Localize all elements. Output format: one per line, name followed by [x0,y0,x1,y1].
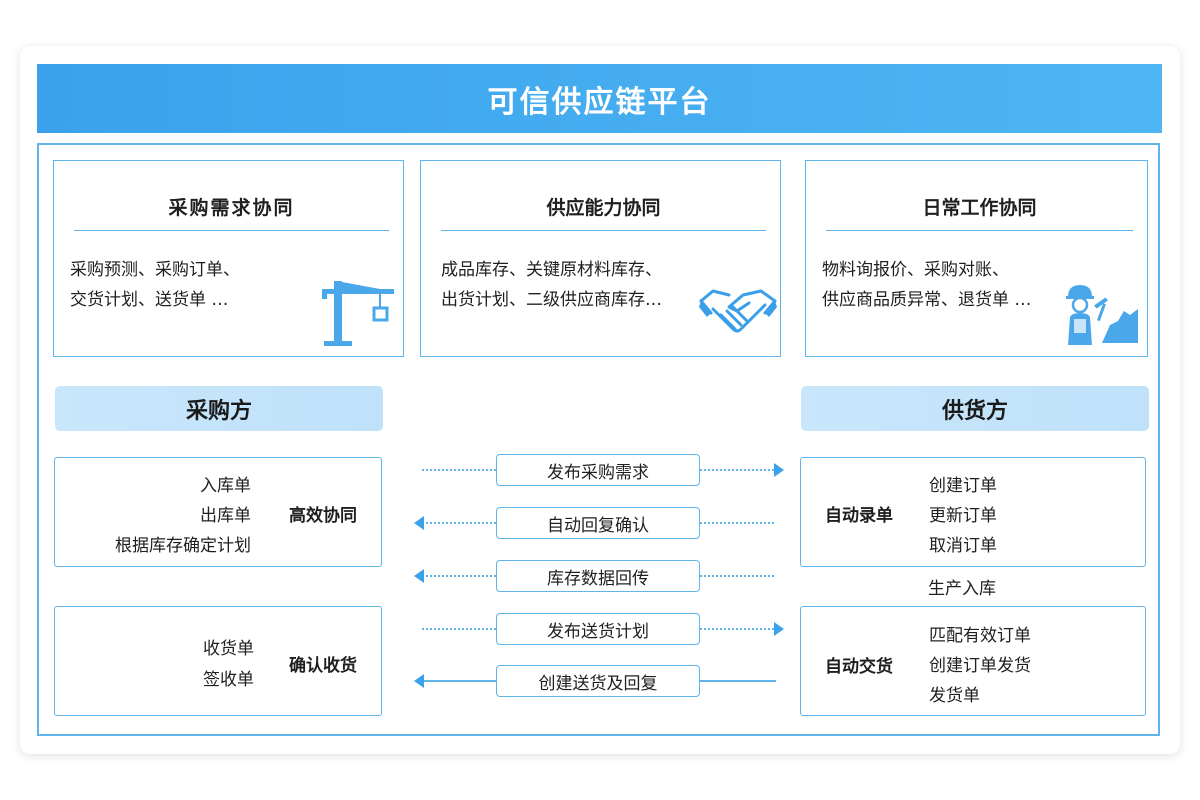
box-label: 高效协同 [289,506,357,526]
list-item: 入库单 [200,476,251,496]
crane-icon [322,281,394,346]
section-purchase-demand: 采购需求协同 采购预测、采购订单、 交货计划、送货单 … [53,160,404,357]
list-item: 匹配有效订单 [929,626,1031,646]
flow-label: 发布采购需求 [496,454,700,486]
box-label: 自动录单 [825,506,893,526]
supplier-middle-item: 生产入库 [928,579,996,599]
list-item: 更新订单 [929,506,997,526]
section-line: 成品库存、关键原材料库存、 [441,260,662,280]
arrow-head-icon [414,516,424,530]
list-item: 签收单 [203,670,254,690]
list-item: 发货单 [929,686,980,706]
list-item: 取消订单 [929,536,997,556]
list-item: 创建订单发货 [929,656,1031,676]
flow-label: 自动回复确认 [496,507,700,539]
list-item: 根据库存确定计划 [115,536,251,556]
section-line: 供应商品质异常、退货单 … [822,290,1032,310]
section-line: 采购预测、采购订单、 [70,260,240,280]
arrow-head-icon [414,569,424,583]
list-item: 创建订单 [929,476,997,496]
section-title: 供应能力协同 [441,193,766,231]
list-item: 收货单 [203,639,254,659]
section-title: 日常工作协同 [826,193,1133,231]
buyer-box-receiving: 收货单 签收单 确认收货 [54,606,382,716]
section-supply-capacity: 供应能力协同 成品库存、关键原材料库存、 出货计划、二级供应商库存… [420,160,781,357]
section-line: 物料询报价、采购对账、 [822,260,1009,280]
platform-frame [37,143,1160,736]
supplier-box-order-entry: 自动录单 创建订单 更新订单 取消订单 [800,457,1146,567]
section-daily-work: 日常工作协同 物料询报价、采购对账、 供应商品质异常、退货单 … [805,160,1148,357]
box-label: 自动交货 [825,657,893,677]
arrow-head-icon [774,622,784,636]
section-title: 采购需求协同 [74,193,389,231]
flow-label: 库存数据回传 [496,560,700,592]
buyer-box-collaboration: 入库单 出库单 根据库存确定计划 高效协同 [54,457,382,567]
flow-label: 发布送货计划 [496,613,700,645]
arrow-head-icon [414,674,424,688]
list-item: 出库单 [200,506,251,526]
supplier-box-delivery: 自动交货 匹配有效订单 创建订单发货 发货单 [800,606,1146,716]
worker-icon [1066,285,1138,345]
section-line: 出货计划、二级供应商库存… [441,290,662,310]
platform-title: 可信供应链平台 [37,64,1162,133]
box-label: 确认收货 [289,656,357,676]
buyer-header: 采购方 [55,386,383,431]
arrow-head-icon [774,463,784,477]
handshake-icon [699,289,777,333]
supplier-header: 供货方 [801,386,1149,431]
section-line: 交货计划、送货单 … [70,290,229,310]
flow-label: 创建送货及回复 [496,665,700,697]
